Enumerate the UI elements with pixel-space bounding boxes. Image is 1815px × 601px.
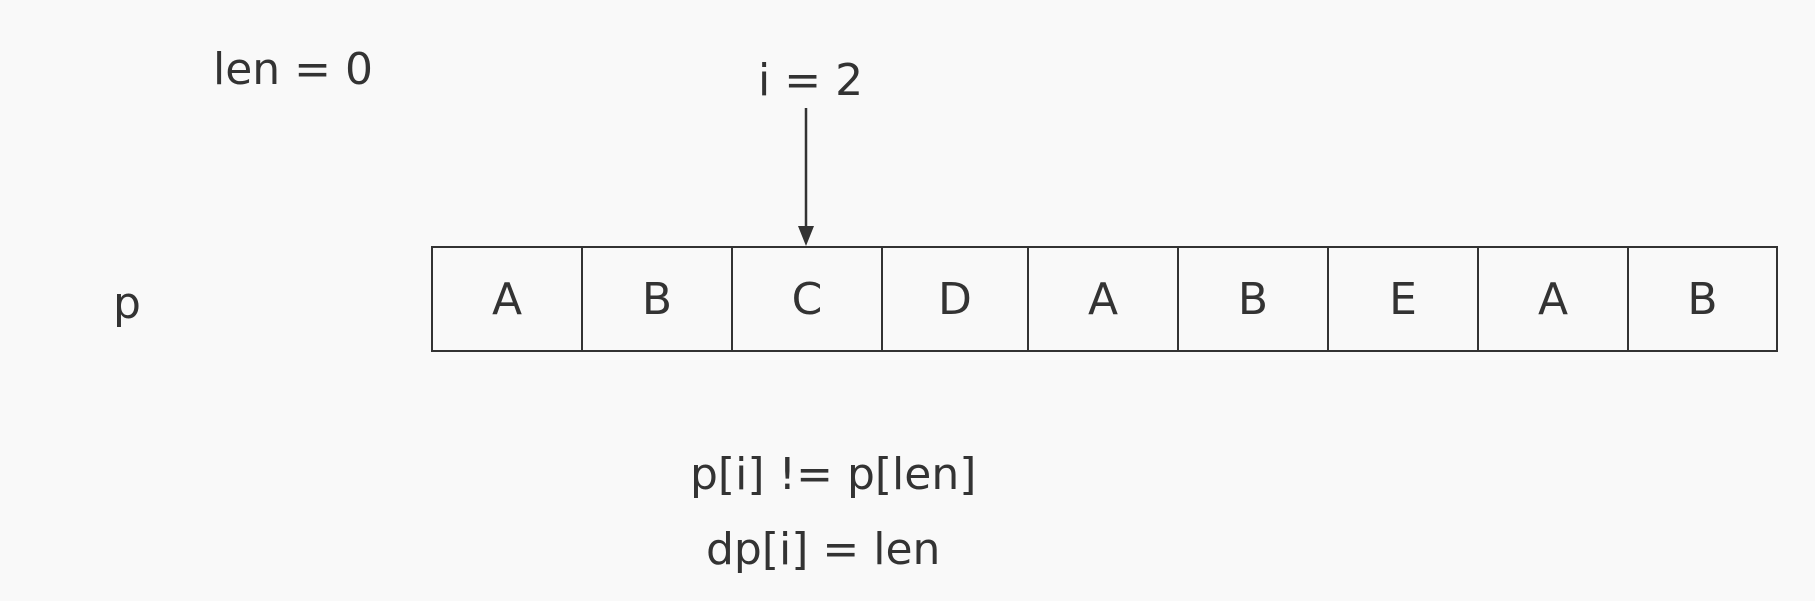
array-cell: E xyxy=(1329,248,1479,350)
array-label: p xyxy=(113,278,141,329)
array-cell: D xyxy=(883,248,1029,350)
array-cell: C xyxy=(733,248,883,350)
len-label: len = 0 xyxy=(213,44,374,95)
assignment-text: dp[i] = len xyxy=(706,524,941,575)
array-cell: A xyxy=(433,248,583,350)
array-cell: A xyxy=(1029,248,1179,350)
array-cell: B xyxy=(1687,273,1718,325)
pointer-label: i = 2 xyxy=(758,55,864,106)
array-p: A B C D A B E A B xyxy=(431,246,1778,352)
array-cell: B xyxy=(1179,248,1329,350)
condition-text: p[i] != p[len] xyxy=(690,449,977,500)
array-cell: B xyxy=(583,248,733,350)
array-cell: A xyxy=(1479,248,1629,350)
